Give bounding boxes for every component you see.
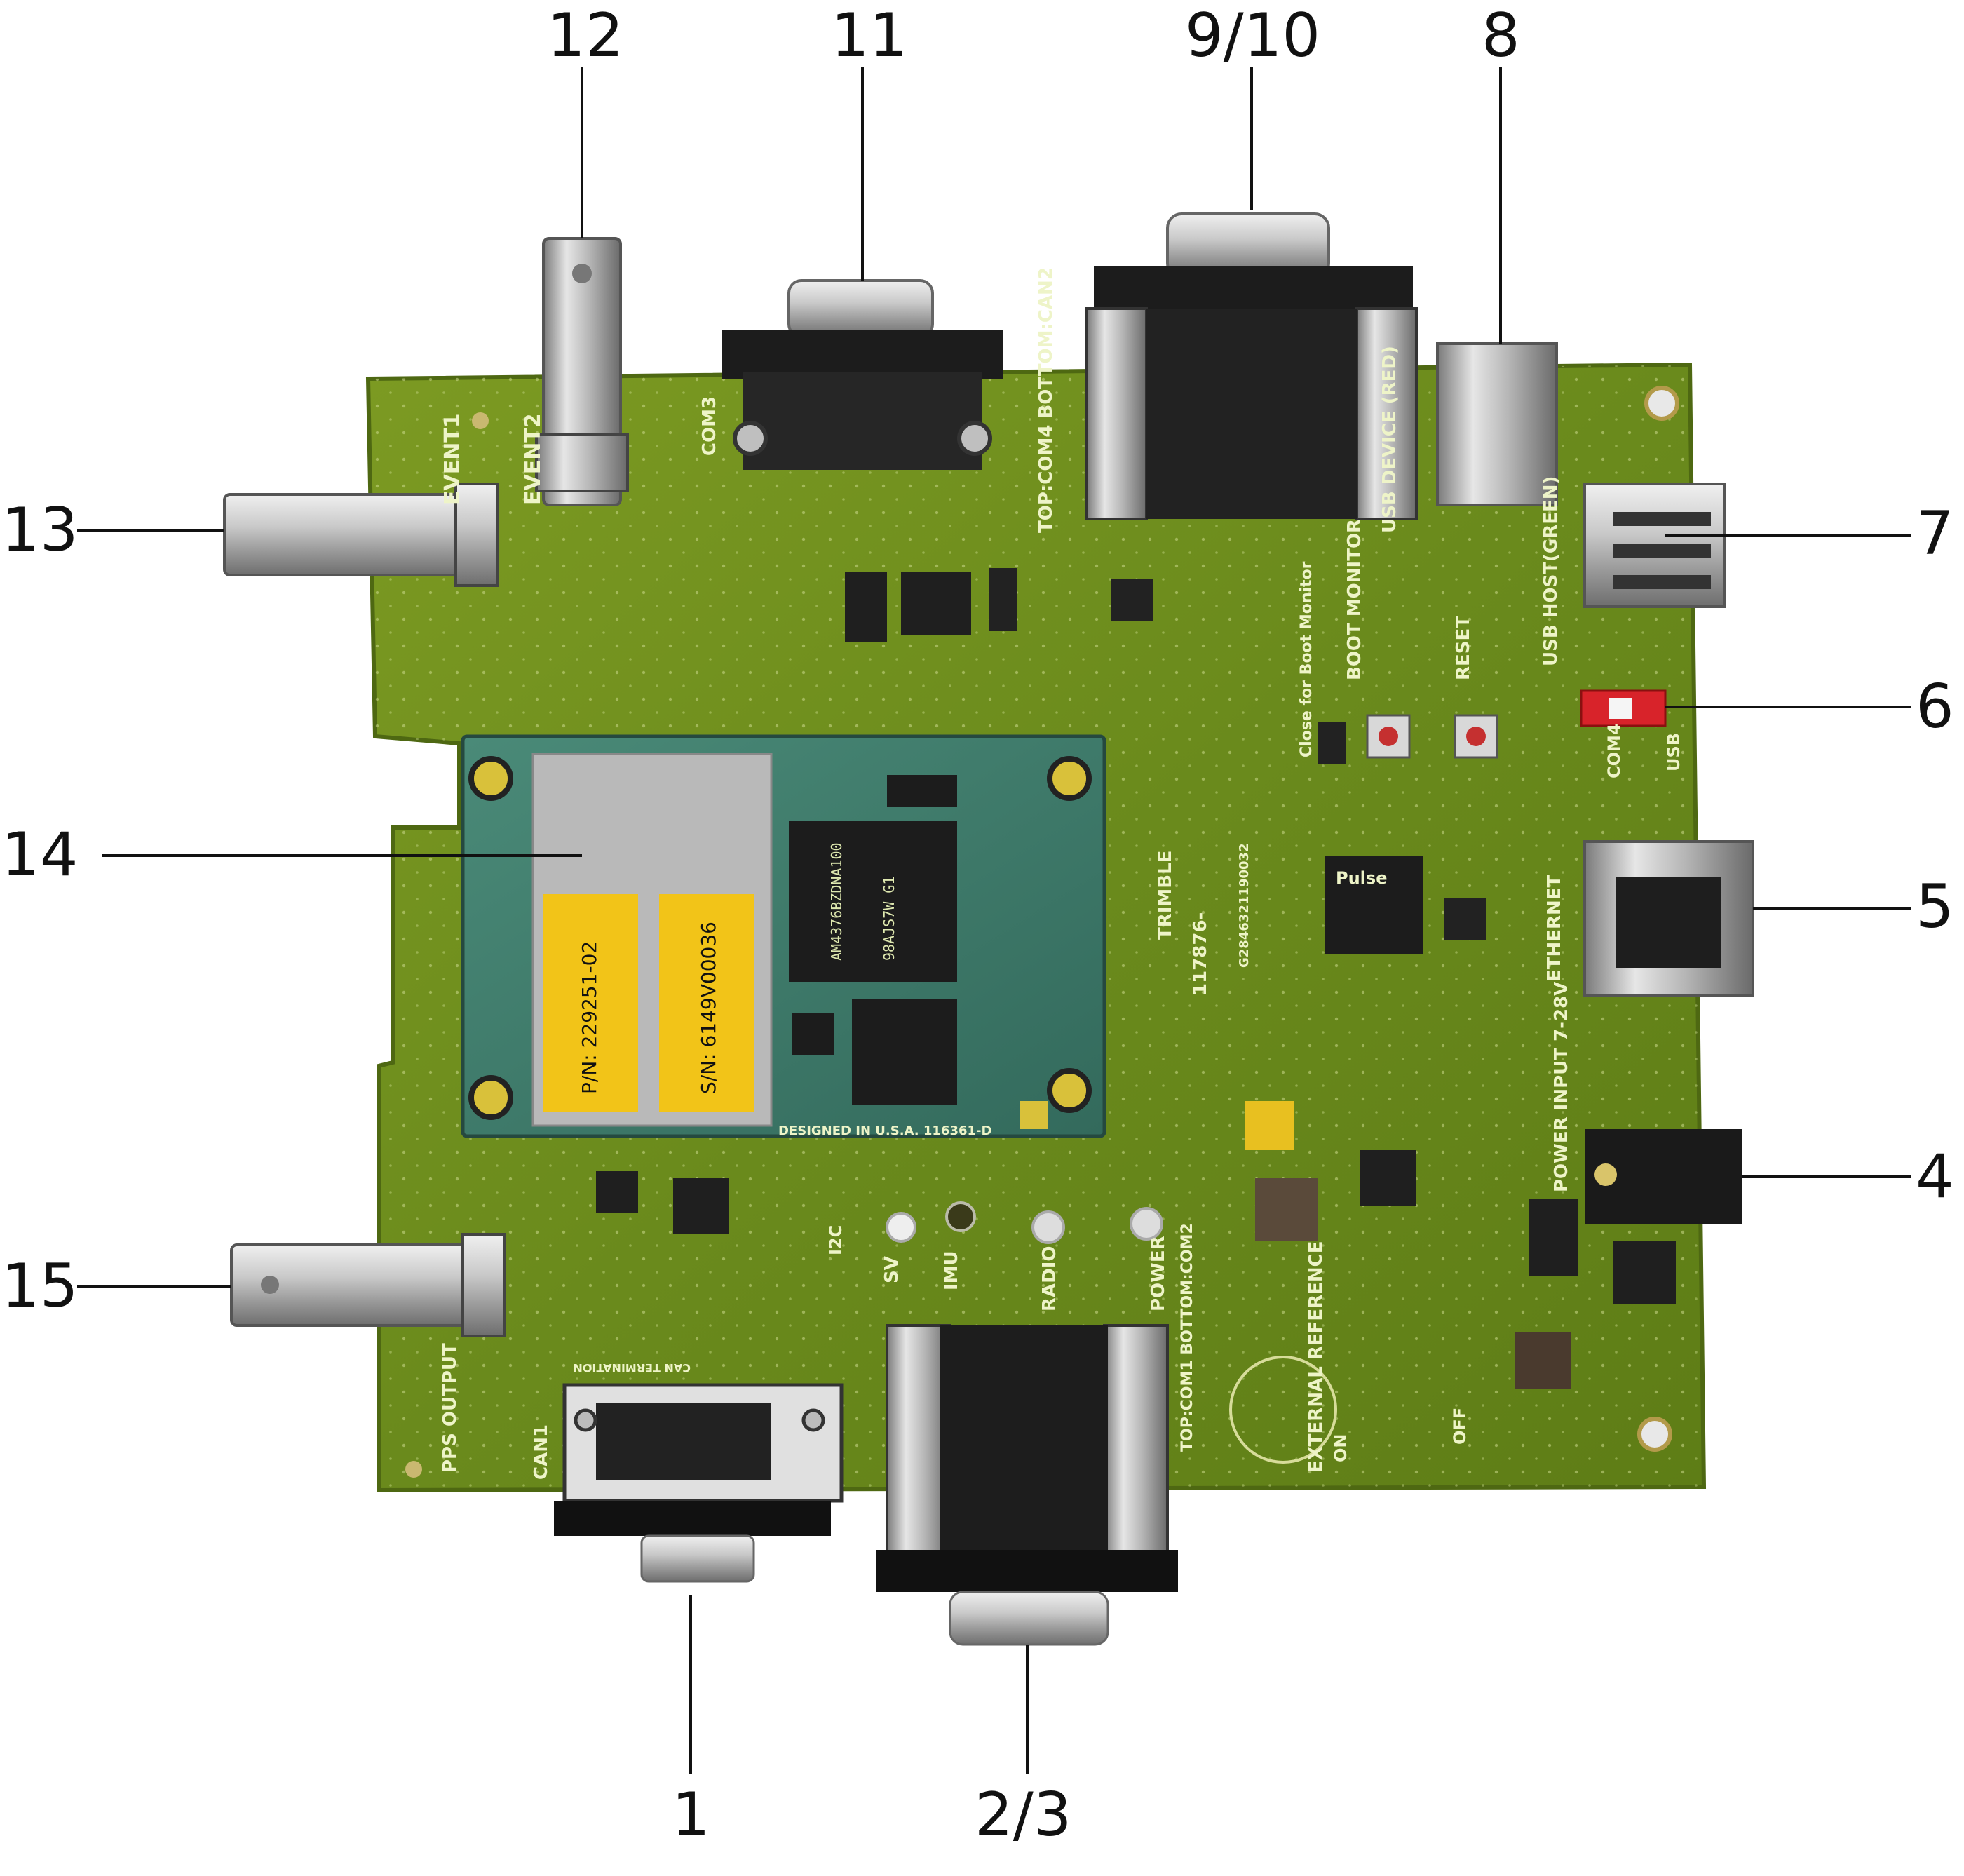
silk-com1-com2: TOP:COM1 BOTTOM:COM2	[1179, 1223, 1196, 1452]
callout-13: 13	[1, 495, 79, 565]
cpu-submarking: 98AJS7W G1	[881, 877, 898, 961]
callout-8: 8	[1482, 1, 1520, 71]
db9-com3-connector	[722, 279, 1003, 470]
callout-4: 4	[1916, 1142, 1954, 1212]
callout-9-10: 9/10	[1185, 1, 1321, 71]
callout-1: 1	[672, 1780, 710, 1850]
ethernet-connector	[1583, 840, 1754, 997]
usb-host-connector	[1583, 483, 1726, 608]
callout-5: 5	[1916, 872, 1954, 942]
silk-imu: IMU	[941, 1250, 962, 1290]
silk-external-reference: EXTERNAL REFERENCE	[1306, 1241, 1327, 1473]
silk-close-for: Close for Boot Monitor	[1298, 561, 1315, 757]
callout-12: 12	[547, 1, 624, 71]
silk-on: ON	[1331, 1434, 1350, 1463]
silk-ethernet: ETHERNET	[1544, 875, 1565, 982]
callout-14: 14	[1, 820, 79, 890]
callout-lines	[77, 67, 1911, 1774]
silk-sv: SV	[881, 1256, 902, 1283]
bnc-event1-connector	[223, 483, 499, 587]
board-components	[596, 568, 1676, 1464]
silk-usb-device: USB DEVICE (RED)	[1379, 346, 1400, 533]
dip-switch	[1580, 689, 1667, 727]
silk-com4: COM4	[1604, 723, 1624, 778]
compute-module	[461, 734, 1106, 1138]
silk-serial: G2846321190032	[1237, 843, 1252, 968]
callout-11: 11	[831, 1, 908, 71]
silk-power-input: POWER INPUT 7-28V	[1551, 982, 1572, 1192]
usb-device-connector	[1436, 342, 1558, 506]
db9-com4-can2-connector	[1085, 212, 1418, 520]
pn-label: P/N: 229251-02	[578, 941, 601, 1094]
silk-designed: DESIGNED IN U.S.A. 116361-D	[778, 1123, 991, 1138]
silk-i2c: I2C	[826, 1225, 846, 1255]
silk-usb: USB	[1664, 733, 1684, 771]
callout-7: 7	[1916, 499, 1954, 569]
silkscreen-labels: EVENT1 EVENT2 COM3 TOP:COM4 BOTTOM:CAN2 …	[440, 267, 1684, 1480]
silk-com4-can2: TOP:COM4 BOTTOM:CAN2	[1036, 267, 1057, 533]
silk-power: POWER	[1148, 1236, 1169, 1311]
silk-can1: CAN1	[531, 1424, 552, 1480]
sn-label: S/N: 6149V00036	[697, 922, 720, 1094]
silk-reset: RESET	[1453, 616, 1474, 680]
silk-trimble: TRIMBLE	[1155, 851, 1176, 940]
silk-com3: COM3	[699, 396, 720, 456]
power-jack	[1585, 1129, 1742, 1224]
bnc-pps-connector	[230, 1233, 506, 1337]
callout-15: 15	[1, 1251, 79, 1321]
silk-can-termination: CAN TERMINATION	[573, 1361, 691, 1375]
callout-2-3: 2/3	[975, 1780, 1072, 1850]
db9-com1-com2-connector	[876, 1324, 1178, 1646]
db9-can1-connector	[554, 1383, 844, 1583]
silk-pps-output: PPS OUTPUT	[440, 1343, 461, 1473]
cpu-marking: AM4376BZDNA100	[828, 842, 845, 961]
silk-event2: EVENT2	[521, 413, 546, 505]
silk-radio: RADIO	[1039, 1246, 1060, 1311]
silk-event1: EVENT1	[440, 413, 465, 505]
callout-6: 6	[1916, 672, 1954, 742]
silk-off: OFF	[1450, 1408, 1470, 1445]
silk-usb-host: USB HOST(GREEN)	[1540, 476, 1562, 666]
bnc-event2-connector	[535, 237, 629, 506]
silk-boot-monitor: BOOT MONITOR	[1344, 519, 1365, 680]
silk-pulse: Pulse	[1336, 868, 1387, 888]
silk-board-num: 117876-	[1190, 912, 1211, 996]
